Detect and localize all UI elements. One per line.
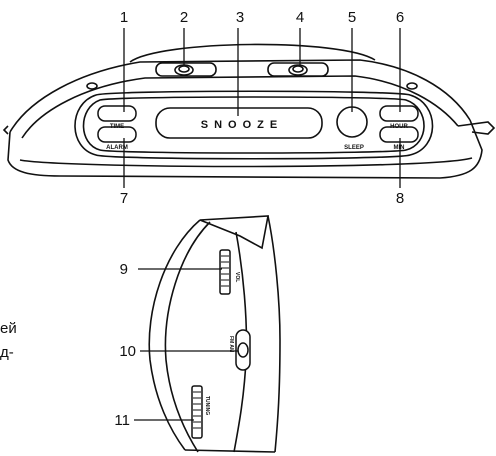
volume-slider-left[interactable] bbox=[155, 62, 217, 77]
clock-radio-top-view bbox=[2, 43, 496, 179]
snooze-button[interactable]: SNOOZE bbox=[155, 107, 323, 139]
callout-9: 9 bbox=[120, 261, 128, 278]
text-fragment-1: ей bbox=[0, 320, 17, 337]
alarm-button[interactable]: ALARM bbox=[97, 126, 137, 151]
leader-lines-side bbox=[134, 268, 238, 421]
text-fragment-2: д- bbox=[0, 344, 14, 361]
snooze-label: SNOOZE bbox=[201, 119, 283, 131]
callout-7: 7 bbox=[120, 190, 128, 207]
tuning-dial[interactable]: TUNING bbox=[191, 385, 210, 439]
vol-label: VOL bbox=[234, 272, 240, 282]
clock-radio-side-view bbox=[148, 215, 281, 453]
min-button[interactable]: MIN bbox=[379, 126, 419, 151]
callout-5: 5 bbox=[348, 9, 356, 26]
band-switch[interactable]: FM AM bbox=[228, 329, 251, 371]
side-volume-slider[interactable]: VOL bbox=[219, 249, 240, 295]
alarm-label: ALARM bbox=[106, 145, 128, 151]
callout-4: 4 bbox=[296, 9, 304, 26]
callout-10: 10 bbox=[119, 343, 136, 360]
callout-1: 1 bbox=[120, 9, 128, 26]
sleep-button[interactable]: SLEEP bbox=[336, 106, 368, 151]
min-label: MIN bbox=[394, 145, 405, 151]
callout-8: 8 bbox=[396, 190, 404, 207]
callout-11: 11 bbox=[114, 412, 130, 429]
callout-3: 3 bbox=[236, 9, 244, 26]
leader-lines-top bbox=[123, 28, 401, 188]
slider-right[interactable] bbox=[267, 62, 329, 77]
tuning-label: TUNING bbox=[204, 396, 210, 415]
band-label: FM AM bbox=[228, 336, 234, 352]
sleep-label: SLEEP bbox=[344, 145, 364, 151]
callout-2: 2 bbox=[180, 9, 188, 26]
callout-6: 6 bbox=[396, 9, 404, 26]
